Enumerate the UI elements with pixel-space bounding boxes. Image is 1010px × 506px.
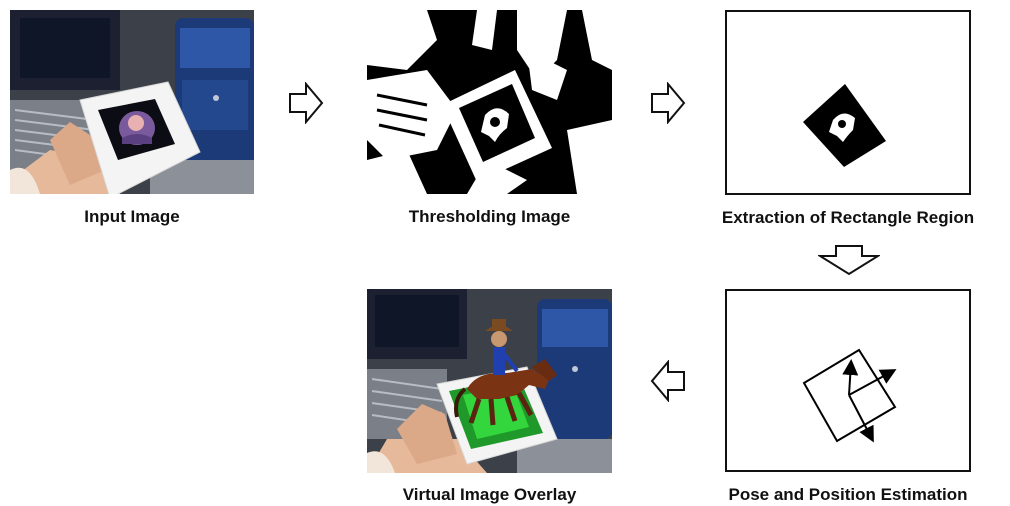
right-arrow-icon [288,82,324,124]
extraction-image-caption: Extraction of Rectangle Region [721,208,975,227]
virtual-overlay-image [367,289,612,473]
thresholding-image-caption: Thresholding Image [408,207,571,226]
down-arrow-icon [818,244,880,276]
virtual-overlay-caption: Virtual Image Overlay [402,485,577,504]
right-arrow-icon [650,82,686,124]
pose-estimation-image [725,289,971,472]
left-arrow-icon [650,360,686,402]
thresholding-image [367,10,612,194]
pose-estimation-caption: Pose and Position Estimation [728,485,968,504]
extraction-image [725,10,971,195]
input-image [10,10,254,194]
input-image-caption: Input Image [84,207,180,226]
